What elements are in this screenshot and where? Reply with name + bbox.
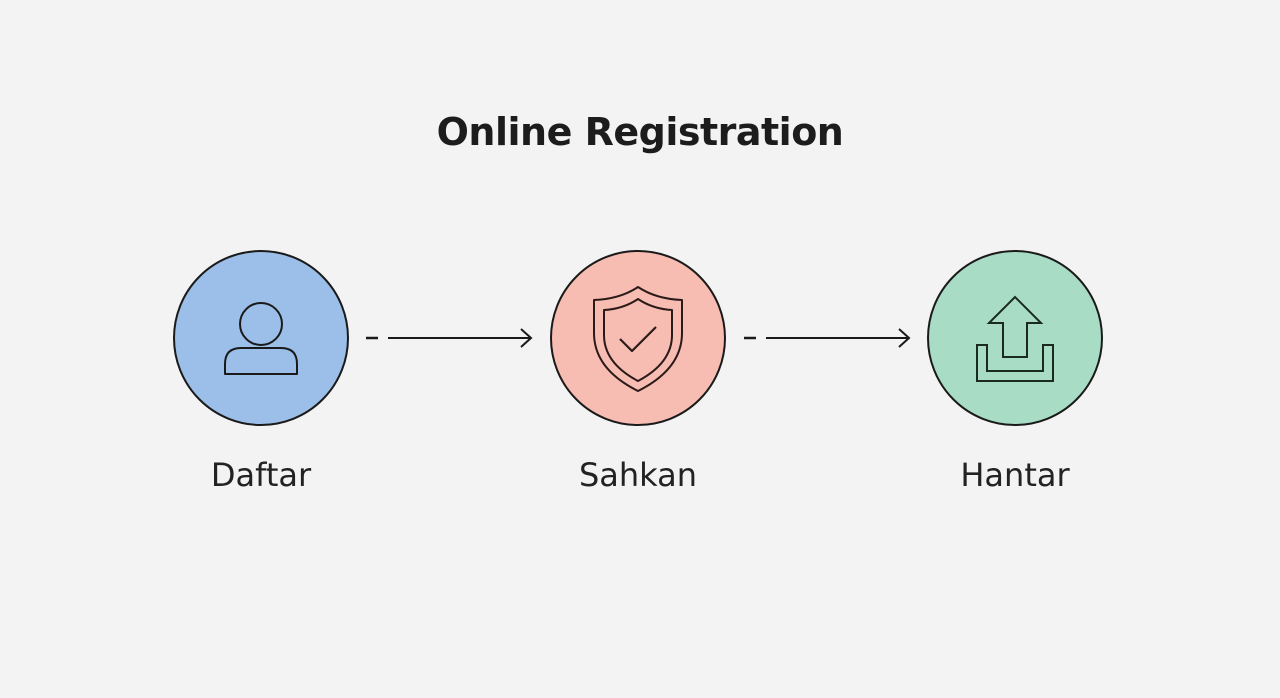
arrow-connector	[366, 328, 533, 348]
user-icon	[224, 302, 298, 375]
step-label: Hantar	[960, 456, 1070, 494]
step-circle	[927, 250, 1103, 426]
upload-icon	[976, 295, 1054, 382]
step-label: Sahkan	[578, 456, 698, 494]
step-sahkan: Sahkan	[550, 250, 726, 494]
step-circle	[173, 250, 349, 426]
shield-check-icon	[593, 286, 683, 392]
step-daftar: Daftar	[173, 250, 349, 494]
arrow-connector	[744, 328, 911, 348]
step-label: Daftar	[210, 456, 312, 494]
page-title: Online Registration	[436, 110, 844, 154]
step-hantar: Hantar	[927, 250, 1103, 494]
step-circle	[550, 250, 726, 426]
